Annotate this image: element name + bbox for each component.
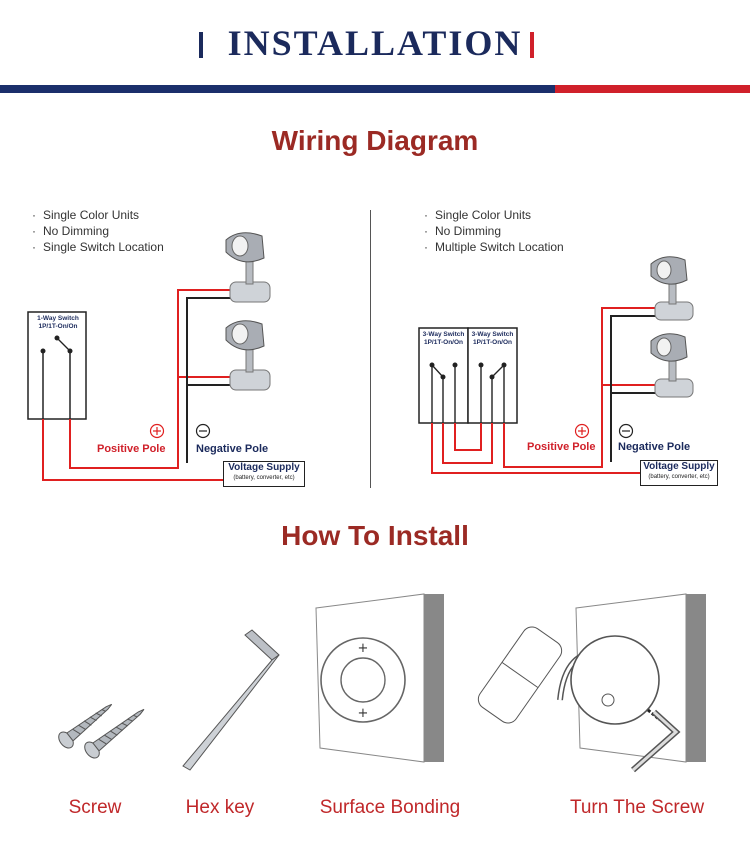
plus-icon (574, 423, 590, 439)
diagram-divider (370, 210, 371, 488)
minus-icon (195, 423, 211, 439)
left-bullet-item: No Dimming (32, 223, 164, 239)
right-switch-b-spec: 1P/1T-On/On (472, 339, 512, 346)
screw-icon (58, 703, 145, 759)
turn-screw-illustration (477, 593, 706, 773)
lamp-icon (650, 256, 694, 321)
left-wiring-svg (27, 232, 271, 481)
page-title: INSTALLATION (227, 23, 523, 63)
plus-icon (149, 423, 165, 439)
step-caption: Hex key (185, 797, 255, 818)
right-positive-pole: Positive Pole (527, 441, 596, 453)
left-switch-box (27, 311, 87, 420)
surface-bonding-illustration: + + (315, 593, 444, 763)
left-supply-sub: (battery, converter, etc) (233, 475, 295, 481)
left-switch-label: 1-Way Switch 1P/1T-On/On (29, 315, 87, 331)
left-supply-label: Voltage Supply (228, 462, 300, 473)
install-illustrations: + + (58, 593, 706, 773)
left-bullet-item: Single Color Units (32, 207, 164, 223)
left-bullet-list: Single Color Units No Dimming Single Swi… (32, 207, 164, 255)
right-negative-pole: Negative Pole (618, 441, 691, 453)
right-supply-sub: (battery, converter, etc) (648, 474, 710, 480)
right-switch-b-label: 3-Way Switch 1P/1T-On/On (468, 331, 517, 347)
right-switch-a-spec: 1P/1T-On/On (423, 339, 463, 346)
right-bullet-item: No Dimming (424, 223, 564, 239)
lamp-icon (225, 320, 271, 391)
right-switch-a-label: 3-Way Switch 1P/1T-On/On (419, 331, 468, 347)
header-stripe-red (555, 85, 750, 93)
left-switch-spec: 1P/1T-On/On (38, 323, 78, 330)
step-caption: Turn The Screw (569, 797, 705, 818)
right-switch-a-type: 3-Way Switch (422, 331, 465, 338)
right-switch-b-type: 3-Way Switch (471, 331, 514, 338)
svg-text:+: + (358, 706, 369, 721)
left-negative-pole: Negative Pole (196, 443, 269, 455)
wiring-diagram-title: Wiring Diagram (271, 125, 479, 156)
left-bullet-item: Single Switch Location (32, 239, 164, 255)
right-bullet-item: Multiple Switch Location (424, 239, 564, 255)
svg-text:+: + (358, 641, 369, 656)
header-left-bar (199, 32, 203, 58)
right-bullet-item: Single Color Units (424, 207, 564, 223)
header-right-bar (530, 32, 534, 58)
step-caption: Screw (68, 797, 122, 818)
lamp-icon (650, 333, 694, 398)
right-voltage-supply: Voltage Supply (battery, converter, etc) (640, 460, 718, 486)
right-bullet-list: Single Color Units No Dimming Multiple S… (424, 207, 564, 255)
how-to-install-title: How To Install (281, 520, 469, 551)
right-wiring-svg (418, 256, 694, 474)
left-switch-type: 1-Way Switch (37, 315, 79, 322)
hex-key-icon (182, 629, 280, 771)
left-voltage-supply: Voltage Supply (battery, converter, etc) (223, 461, 305, 487)
header-stripe-blue (0, 85, 555, 93)
right-supply-label: Voltage Supply (643, 461, 715, 472)
left-positive-pole: Positive Pole (97, 443, 166, 455)
step-caption: Surface Bonding (319, 797, 461, 818)
minus-icon (618, 423, 634, 439)
lamp-icon (225, 232, 271, 303)
